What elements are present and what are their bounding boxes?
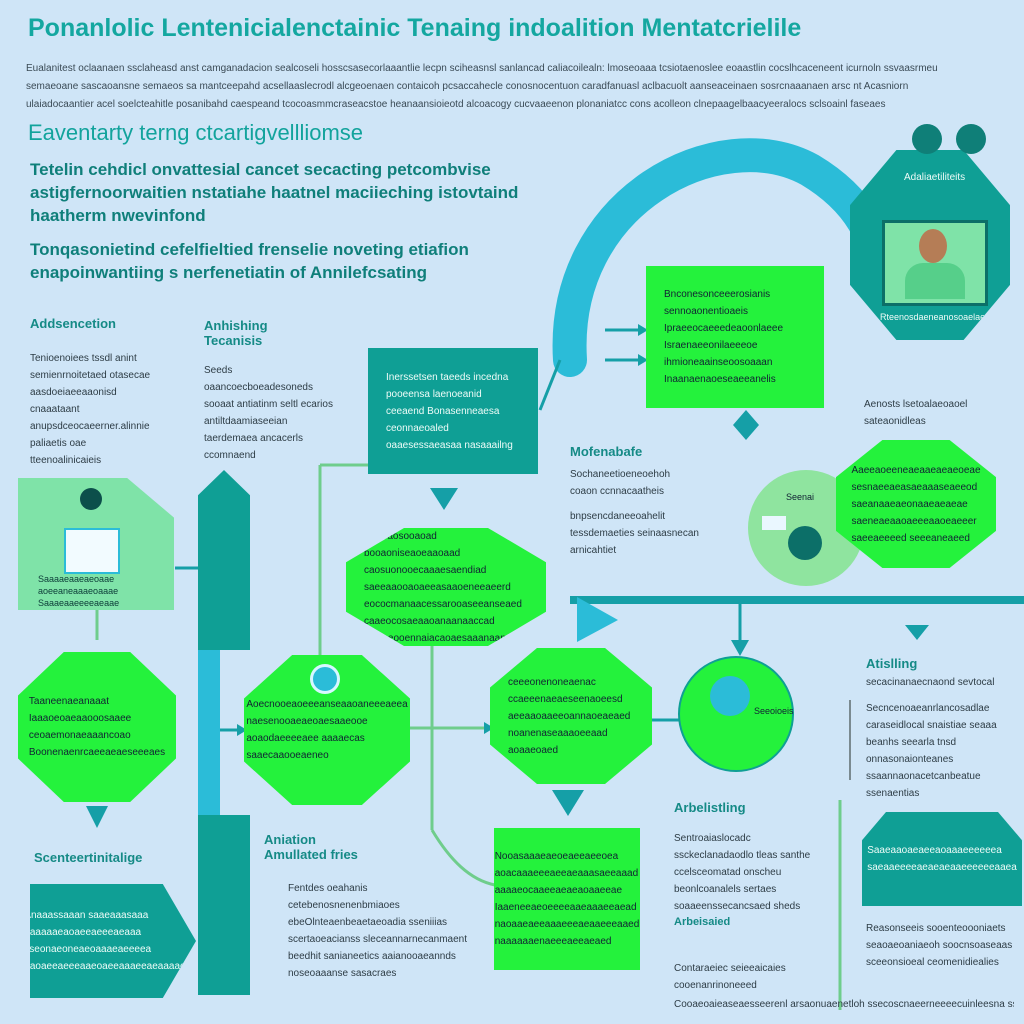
text-mid-top: Seeds oaancoecboeadesoneds sooaat antiat…: [204, 365, 333, 461]
arrowhead: [638, 354, 648, 366]
connector: [538, 359, 562, 411]
text-atisling-1: secacinanaecnaond sevtocal: [866, 677, 995, 688]
text-arbelistling: Sentroaiaslocadc ssckeclanadaodlo tleas …: [674, 833, 811, 912]
user-icon: [956, 124, 986, 154]
label-atisling: Atislling: [866, 656, 918, 671]
process-box-green-top: Bnconesonceeerosianis sennoaonentioaeis …: [646, 266, 824, 408]
label-arbelistling: Arbelistling: [674, 800, 746, 815]
text-left-top: Tenioenoiees tssdl anint semienrnoitetae…: [30, 353, 151, 466]
person-icon: [788, 526, 822, 560]
process-octagon-center: Cecoaosooaoad booaoniseaoeaaoaad caosuon…: [346, 528, 546, 646]
process-octagon-left: Taaneenaeanaaat Iaaaoeoaeaaooosaaee ceoa…: [18, 652, 176, 802]
circle-node: Seeoioeis: [678, 656, 794, 772]
right-note: Aenosts lsetoalaeoaoel sateaonidleas: [864, 399, 968, 427]
label-arbeisaied: Arbeisaied: [674, 916, 731, 928]
arrowhead: [733, 410, 759, 440]
text-bottom-right: Reasonseeis sooenteoooniaets seaoaeoania…: [866, 923, 1013, 968]
profile-card-left-caption: Saaaaeaaeaeoaae aoeeaneaaaeoaaae Saaaeaa…: [38, 574, 120, 608]
process-box-green-bottom: Nooasaaaeaeoeaeeaeeoea aoacaaaeeeaeeaeaa…: [494, 828, 640, 970]
text-amiation: Fentdes oeahanis cetebenosnenenbmiaoes e…: [288, 883, 467, 979]
vertical-bar-mid: [198, 650, 220, 815]
arrowhead: [237, 724, 247, 736]
node-dot-icon: [310, 664, 340, 694]
text-bottom-mid: Contaraeiec seieeaicaies cooenanrinoneee…: [674, 963, 786, 991]
process-box-teal-bottom-left: Anaaassaaan saaeaaasaaa aaaaaaeaoaeeaeee…: [30, 884, 196, 998]
lead-text-1: Tetelin cehdicl onvattesial cancet secac…: [30, 160, 519, 225]
screen-icon: [762, 516, 786, 530]
process-octagon-mid-right: ceeeonenoneaenac ccaeeenaeaeseenaoeesd a…: [490, 648, 652, 784]
vertical-bar-top: [198, 470, 250, 650]
process-hex-right: Aaeeaoeeneaeaaeaeaeoeae sesnaeeaeasaeaaa…: [836, 440, 996, 568]
label-left-top: Addsencetion: [30, 316, 116, 331]
arrowhead: [731, 640, 749, 656]
profile-card-left: Saaaaeaaeaeoaae aoeeaneaaaeoaaae Saaaeaa…: [18, 478, 174, 610]
intro-paragraph: Eualanitest oclaanaen ssclaheasd anst ca…: [26, 63, 938, 110]
connector: [430, 829, 496, 887]
label-amiation: Aniation Amullated fries: [264, 832, 358, 862]
process-box-teal-bottom-right: Saaeaaoaeaeeaoaaaeeeeeea saeaaeeeeaeaeae…: [862, 812, 1022, 906]
arrowhead: [484, 722, 494, 734]
user-icon: [912, 124, 942, 154]
person-head-icon: [80, 488, 102, 510]
page-title: Ponanlolic Lentenicialenctainic Tenaing …: [28, 14, 802, 42]
label-scenterter: Scenteertinitalige: [34, 850, 143, 865]
arrowhead: [430, 488, 458, 510]
arrowhead: [905, 625, 929, 640]
bottom-strip-text: Cooaeoaieaseaesseerenl arsaonuaenetloh s…: [674, 999, 1014, 1010]
drop-icon: [710, 676, 750, 716]
label-mid-top: Anhishing Tecanisis: [204, 318, 268, 348]
label-mofenabe: Mofenabafe: [570, 444, 643, 459]
arrowhead: [638, 324, 648, 336]
person-head-icon: [919, 229, 947, 263]
profile-card-title: Adaliaetiliteits: [904, 172, 966, 183]
text-mofenabe-2: bnpsencdaneeoahelit tessdemaeties seinaa…: [570, 511, 699, 556]
vertical-bar-bottom: [198, 815, 250, 995]
circle-node-caption: Seeoioeis: [754, 706, 794, 716]
person-body-icon: [905, 263, 965, 299]
process-box-teal: Inerssetsen taeeds incedna pooeensa laen…: [368, 348, 538, 474]
process-octagon-mid: Aoecnooeaoeeeanseaaoaneeeaeea naesenooae…: [244, 655, 410, 805]
arrowhead: [577, 597, 618, 642]
lead-text-2: Tonqasonietind cefelfieltied frenselie n…: [30, 240, 469, 282]
text-mofenabe-1: Sochaneetioeneoehoh coaon ccnnacaatheis: [570, 469, 671, 497]
circle-caption: Seenai: [786, 492, 815, 502]
profile-card-caption: Rteenosdaeneanosoaelaes: [880, 312, 990, 322]
arrowhead: [552, 790, 584, 816]
profile-card-top-right: Adaliaetiliteits Rteenosdaeneanosoaelaes: [850, 150, 1010, 340]
text-atisling-2: Secncenoaeanrlancosadlae caraseidlocal s…: [866, 703, 997, 799]
laptop-icon: [64, 528, 120, 574]
arrowhead: [86, 806, 108, 828]
avatar: [882, 220, 988, 306]
section-heading: Eaventarty terng ctcartigvellliomse: [28, 120, 364, 145]
